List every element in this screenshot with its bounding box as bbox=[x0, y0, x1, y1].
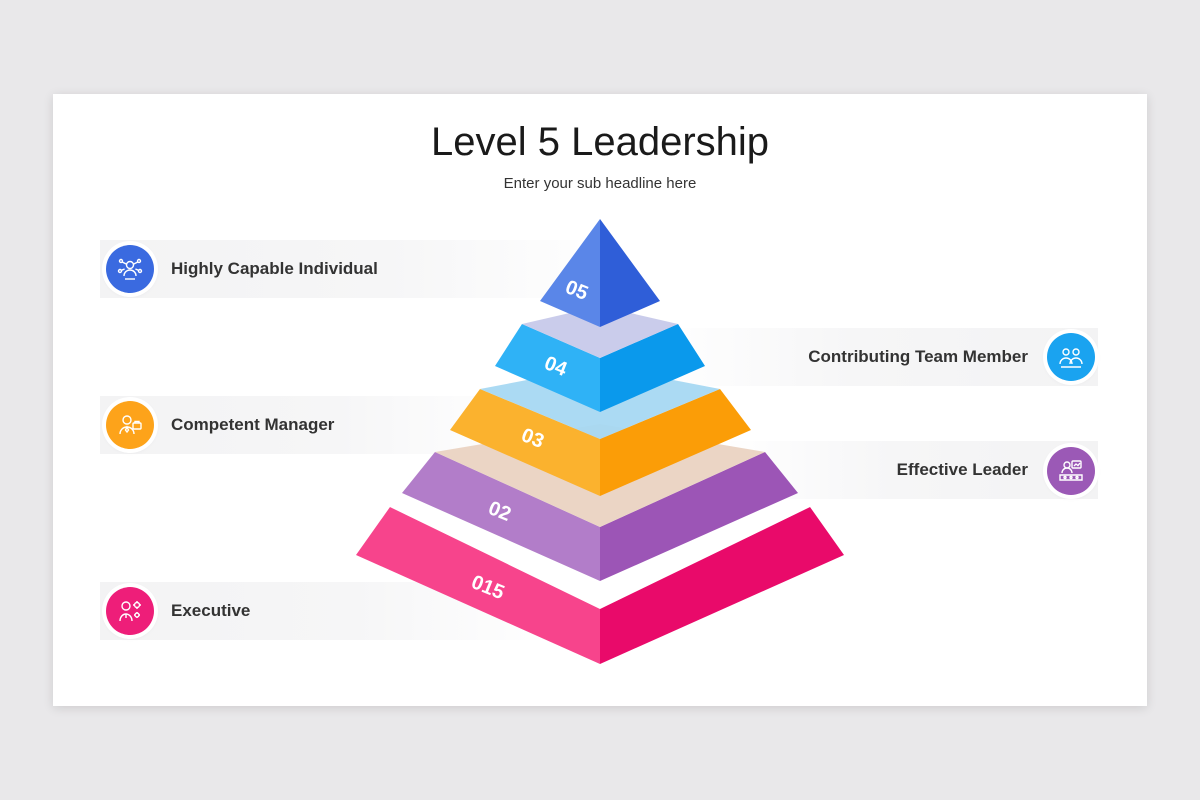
level-5-icon-circle bbox=[106, 245, 154, 293]
level-5-label: Highly Capable Individual bbox=[171, 259, 378, 278]
level-2-label: Effective Leader bbox=[896, 460, 1028, 479]
level-4-icon-circle bbox=[1047, 333, 1095, 381]
level-1-icon-circle bbox=[106, 587, 154, 635]
slide: Level 5 Leadership Enter your sub headli… bbox=[53, 94, 1147, 706]
level-3-icon-circle bbox=[106, 401, 154, 449]
pyramid-diagram: 015 02 03 04 05 bbox=[356, 219, 844, 664]
leader-presentation-icon bbox=[1059, 460, 1083, 481]
band-level-5 bbox=[100, 240, 620, 298]
team-members-icon bbox=[1059, 348, 1083, 368]
person-network-icon bbox=[117, 258, 143, 280]
page-subtitle: Enter your sub headline here bbox=[503, 175, 697, 192]
manager-icon bbox=[119, 415, 142, 435]
level-3-label: Competent Manager bbox=[171, 415, 335, 434]
pyramid-level-4: 04 bbox=[495, 306, 705, 412]
level-4-label: Contributing Team Member bbox=[808, 347, 1028, 366]
level-2-icon-circle bbox=[1047, 447, 1095, 495]
page-title: Level 5 Leadership bbox=[430, 120, 770, 164]
level-1-label: Executive bbox=[171, 601, 251, 620]
executive-settings-icon bbox=[119, 601, 141, 622]
pyramid-level-5: 05 bbox=[540, 219, 660, 327]
band-level-4 bbox=[653, 328, 1098, 386]
